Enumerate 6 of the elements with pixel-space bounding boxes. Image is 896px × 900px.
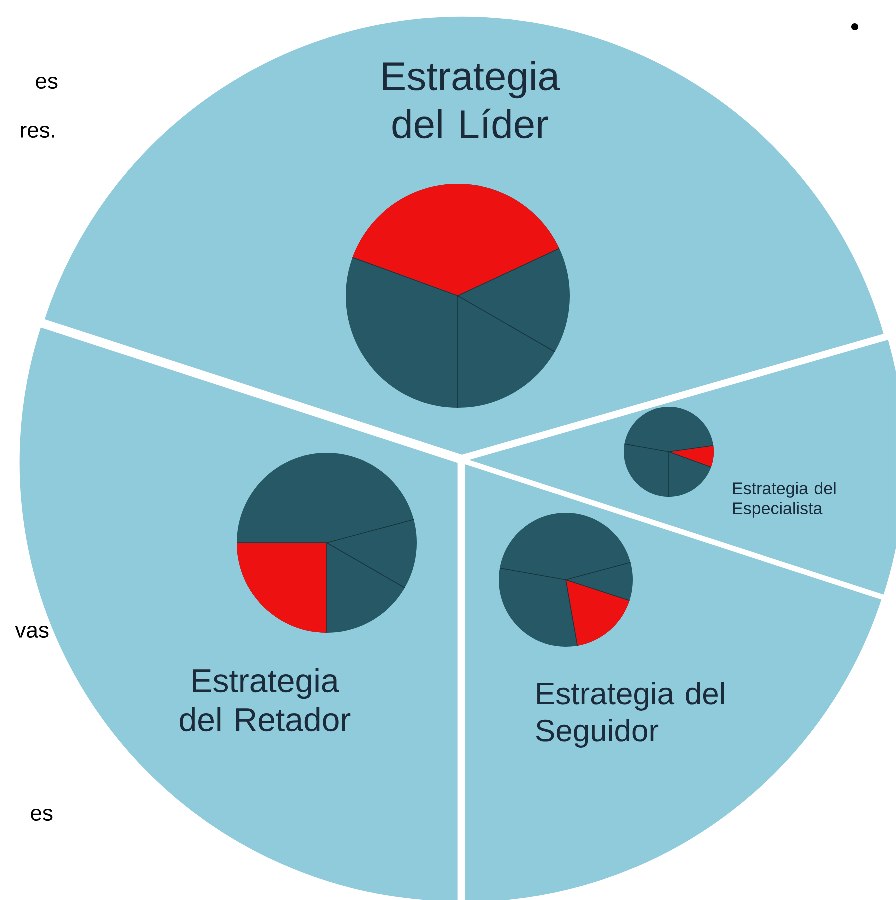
node-label: Estrategia del Líder [383,61,560,139]
node-label: Estrategia del Retador [180,668,351,732]
node-label: Estrategia del Especialista [733,482,836,518]
text-fragment: vas [15,626,49,638]
text-fragment: es [31,808,53,822]
node-label: Estrategia del Seguidor [536,682,724,748]
